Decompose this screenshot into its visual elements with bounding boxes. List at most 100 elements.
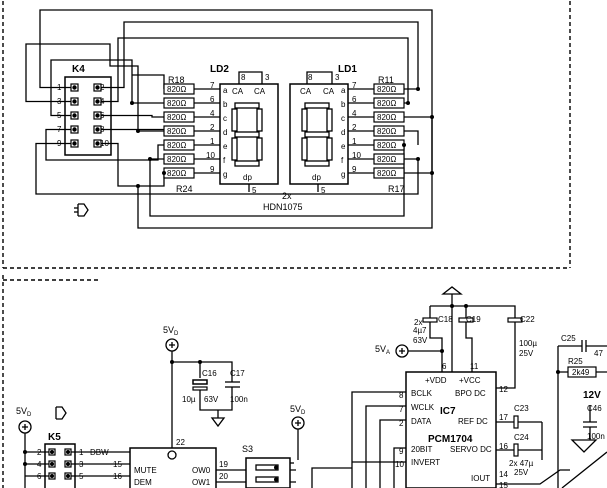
ic7-pin-17: 17: [499, 413, 508, 422]
ic7-pin-7: 7: [399, 405, 404, 414]
ic7-pin-11: 11: [470, 362, 479, 371]
c24-count: 2x 47µ: [509, 459, 534, 468]
ld1-seg-a: a: [341, 86, 346, 95]
r11-label: R11: [378, 75, 394, 85]
ic7-part-name: PCM1704: [428, 434, 473, 445]
ld2-ca-2: CA: [254, 87, 266, 96]
c19-label: C19: [466, 315, 481, 324]
ld2-display: [219, 83, 279, 185]
r21-value: 820Ω: [167, 127, 186, 136]
ic7-vdd: +VDD: [425, 376, 447, 385]
ld2-pin-d-num: 2: [210, 123, 215, 132]
r24-label: R24: [176, 184, 193, 194]
ld1-pin-d-num: 2: [352, 123, 357, 132]
c22-voltage: 25V: [519, 349, 534, 358]
pin-19: 19: [219, 460, 228, 469]
c18-value: 4µ7: [413, 326, 427, 335]
ld1-ca-1: CA: [300, 87, 312, 96]
ground-symbol: [210, 410, 226, 428]
c23-label: C23: [514, 404, 529, 413]
s3-dip-switch[interactable]: [245, 457, 291, 488]
ic7-pin-14: 14: [499, 470, 508, 479]
k5-label: K5: [48, 432, 61, 443]
ic7-pin-8: 8: [399, 391, 404, 400]
r12-value: 820Ω: [377, 99, 396, 108]
pin-16: 16: [113, 472, 122, 481]
ld1-pin-a-num: 7: [352, 81, 357, 90]
c18-voltage: 63V: [413, 336, 428, 345]
ld1-seg-e: e: [341, 142, 346, 151]
ld1-seven-segment: [301, 102, 333, 167]
ld1-seg-c: c: [341, 114, 345, 123]
ld1-pin-e-num: 1: [352, 137, 357, 146]
ground-symbol-right: [570, 439, 598, 453]
digital-receiver-chip: [129, 447, 217, 488]
r19-value: 820Ω: [167, 99, 186, 108]
ld2-dp: dp: [243, 173, 252, 182]
ld1-seg-g: g: [341, 170, 345, 179]
ld1-pin-f-num: 10: [352, 151, 361, 160]
ld1-dp: dp: [312, 173, 321, 182]
ic7-vcc: +VCC: [459, 376, 481, 385]
pin-15: 15: [113, 460, 122, 469]
ld1-seg-d: d: [341, 128, 345, 137]
ld2-label: LD2: [210, 64, 229, 75]
ic7-pin-16: 16: [499, 442, 508, 451]
r17-value: 820Ω: [377, 169, 396, 178]
ic7-servo-dc: SERVO DC: [450, 445, 492, 454]
ow0-label: OW0: [192, 466, 211, 475]
r16-value: 820Ω: [377, 155, 396, 164]
ld1-seg-b: b: [341, 100, 346, 109]
ld2-seg-e: e: [223, 142, 228, 151]
ld1-label: LD1: [338, 64, 357, 75]
r15-value: 820Ω: [377, 141, 396, 150]
ic7-bclk: BCLK: [411, 389, 433, 398]
ic7-iout: IOUT: [471, 474, 490, 483]
ic7-pin-12: 12: [499, 385, 508, 394]
ic7-pin-10: 10: [395, 460, 404, 469]
pin-20: 20: [219, 472, 228, 481]
c46-label: C46: [587, 404, 602, 413]
ld1-pin-8: 8: [308, 73, 313, 82]
c16-label: C16: [202, 369, 217, 378]
c25-value: 47: [594, 349, 603, 358]
c16-capacitor: [192, 379, 208, 385]
ld1-ca-2: CA: [323, 87, 335, 96]
ld2-pin-b-num: 6: [210, 95, 215, 104]
ld1-pin-b-num: 6: [352, 95, 357, 104]
v5a-label: 5VA: [375, 344, 390, 356]
ic7-pin-6: 6: [442, 362, 447, 371]
ld2-seg-g: g: [223, 170, 227, 179]
r23-value: 820Ω: [167, 155, 186, 164]
ld2-seg-a: a: [223, 86, 228, 95]
ld2-seg-b: b: [223, 100, 228, 109]
left-resistor-bank: [163, 83, 220, 179]
k4-pins: [70, 83, 102, 148]
c24-voltage: 25V: [514, 468, 529, 477]
ld2-pin-8: 8: [241, 73, 246, 82]
c18-label: C18: [438, 315, 453, 324]
r22-value: 820Ω: [167, 141, 186, 150]
r18-label: R18: [168, 75, 185, 85]
c24-label: C24: [514, 433, 529, 442]
ld1-seg-f: f: [341, 156, 344, 165]
supply-12v-label: 12V: [583, 390, 601, 401]
c25-label: C25: [561, 334, 576, 343]
k4-label: K4: [72, 64, 85, 75]
ld2-seg-c: c: [223, 114, 227, 123]
ld1-pin-g-num: 9: [352, 165, 357, 174]
ld1-pin-c-num: 4: [352, 109, 357, 118]
dem-label: DEM: [134, 478, 152, 487]
right-resistor-bank: [130, 83, 434, 188]
ld2-pin-g-num: 9: [210, 165, 215, 174]
ld2-seg-d: d: [223, 128, 227, 137]
ld1-pin-5: 5: [321, 186, 326, 195]
r17-label: R17: [388, 184, 405, 194]
ic7-label: IC7: [440, 406, 456, 417]
k5-pins: [48, 448, 72, 480]
s3-label: S3: [242, 444, 253, 454]
r18-value: 820Ω: [167, 85, 186, 94]
ld1-pin-3: 3: [335, 73, 340, 82]
